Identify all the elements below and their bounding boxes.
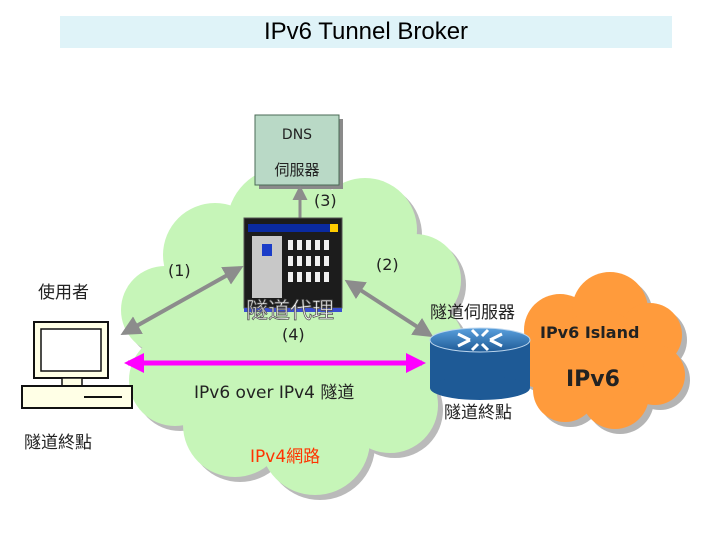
tunnel-label: IPv6 over IPv4 隧道 — [194, 383, 354, 403]
ipv6-island-label: IPv6 Island — [540, 323, 639, 342]
title-bar: IPv6 Tunnel Broker — [60, 16, 672, 48]
tunnel-endpoint-right-label: 隧道終點 — [444, 403, 512, 423]
ipv4-network-label: IPv4網路 — [250, 447, 320, 467]
tunnel-broker-icon — [243, 217, 343, 312]
tunnel-server-label: 隧道伺服器 — [430, 303, 515, 323]
user-to-broker-arrow — [120, 266, 244, 335]
page-title: IPv6 Tunnel Broker — [263, 18, 469, 45]
step-3-label: (3) — [314, 191, 337, 210]
ipv6-label: IPv6 — [566, 367, 620, 392]
router-icon — [429, 327, 531, 400]
step-4-label: (4) — [282, 325, 305, 344]
dns-server-label: 伺服器 — [274, 161, 319, 179]
tunnel-endpoint-left-label: 隧道終點 — [24, 433, 92, 453]
broker-to-server-arrow — [344, 279, 434, 338]
user-label: 使用者 — [38, 282, 89, 303]
user-computer-icon — [21, 321, 133, 409]
tunnel-broker-label: 隧道代理 — [246, 299, 334, 324]
dns-label: DNS — [282, 127, 312, 143]
dns-server-box — [254, 114, 343, 189]
ipv6-island-cloud — [512, 272, 690, 434]
step-2-label: (2) — [376, 255, 399, 274]
step-1-label: (1) — [168, 261, 191, 280]
